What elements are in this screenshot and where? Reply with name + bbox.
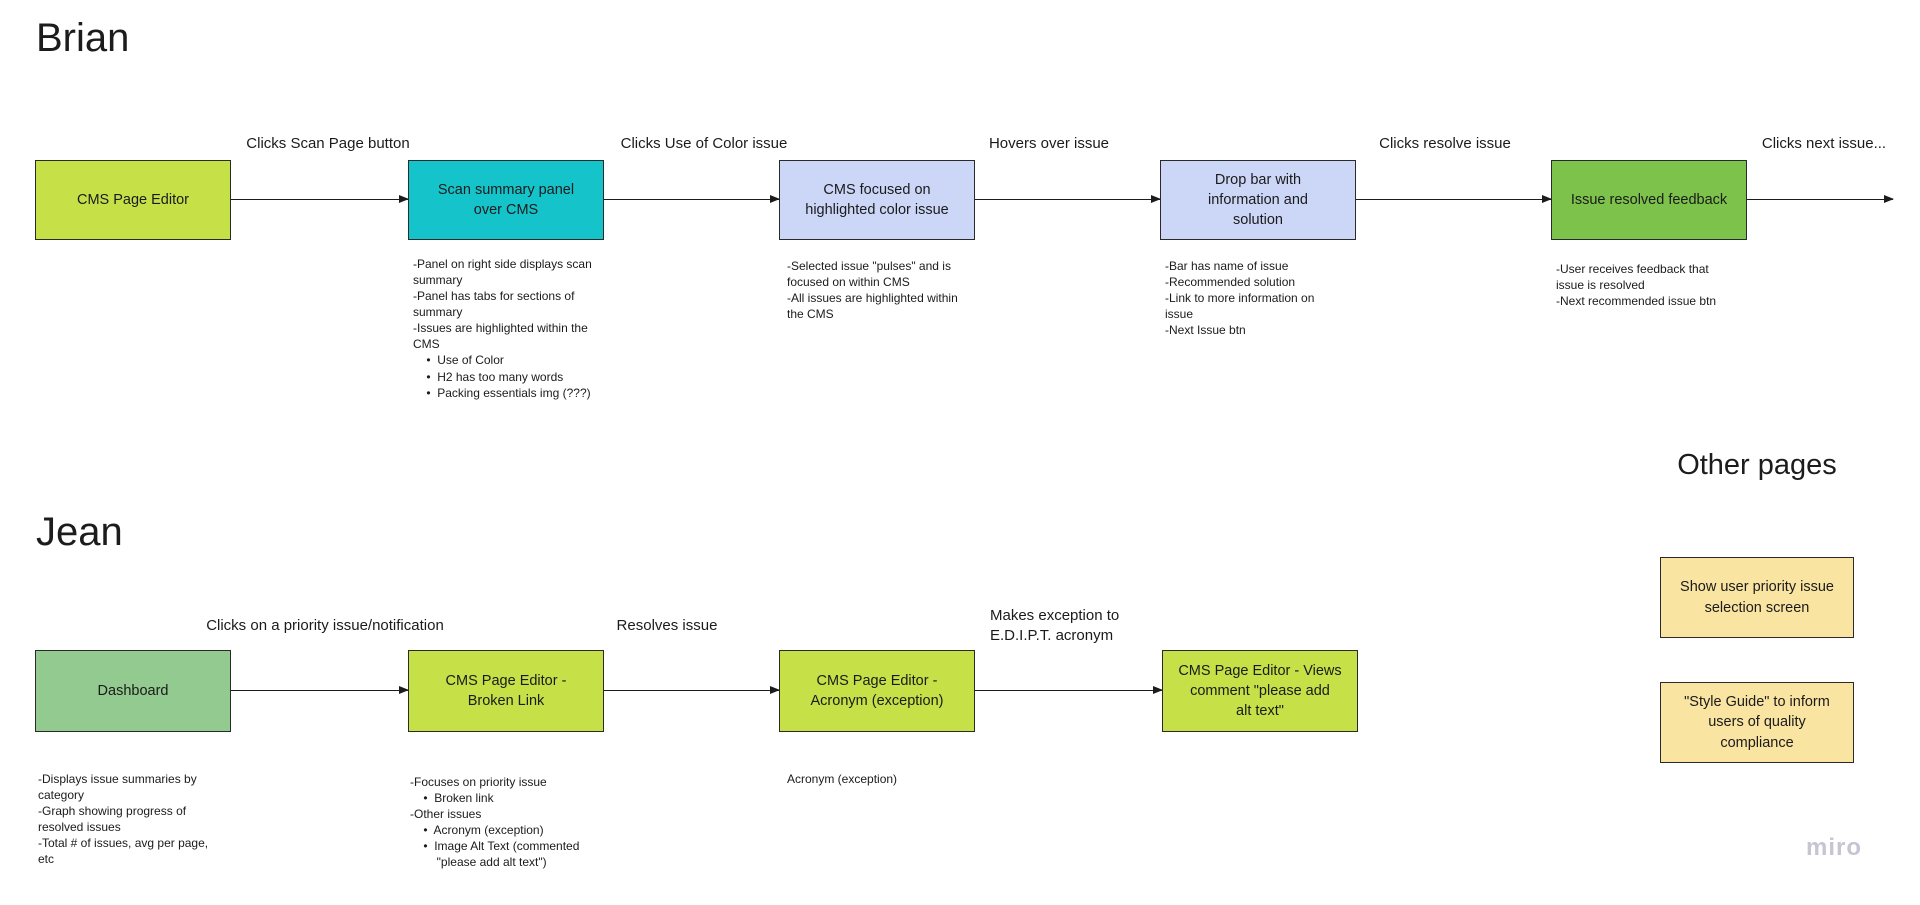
flow-arrow-brian-1[interactable] — [231, 194, 409, 203]
node-cms-page-editor[interactable]: CMS Page Editor — [35, 160, 231, 240]
node-cms-focused-color-issue[interactable]: CMS focused on highlighted color issue — [779, 160, 975, 240]
flow-label-clicks-scan-page[interactable]: Clicks Scan Page button — [246, 135, 410, 152]
node-scan-summary-panel[interactable]: Scan summary panel over CMS — [408, 160, 604, 240]
note-scan-summary-panel[interactable]: -Panel on right side displays scan summa… — [413, 257, 592, 400]
flow-arrow-jean-2[interactable] — [604, 685, 780, 694]
flow-label-clicks-next-issue[interactable]: Clicks next issue... — [1761, 135, 1887, 152]
note-drop-bar-info-solution[interactable]: -Bar has name of issue -Recommended solu… — [1165, 259, 1315, 338]
flow-arrow-brian-3[interactable] — [975, 194, 1161, 203]
node-drop-bar-info-solution[interactable]: Drop bar with information and solution — [1160, 160, 1356, 240]
flow-label-clicks-priority-issue[interactable]: Clicks on a priority issue/notification — [206, 617, 444, 634]
flow-arrow-brian-4[interactable] — [1356, 194, 1552, 203]
flow-label-clicks-use-of-color[interactable]: Clicks Use of Color issue — [620, 135, 788, 152]
note-dashboard[interactable]: -Displays issue summaries by category -G… — [38, 772, 209, 867]
node-cms-views-comment[interactable]: CMS Page Editor - Views comment "please … — [1162, 650, 1358, 732]
flow-arrow-jean-1[interactable] — [231, 685, 409, 694]
note-issue-resolved-feedback[interactable]: -User receives feedback that issue is re… — [1556, 262, 1717, 309]
node-cms-broken-link[interactable]: CMS Page Editor - Broken Link — [408, 650, 604, 732]
note-cms-broken-link[interactable]: -Focuses on priority issue • Broken link… — [410, 775, 580, 870]
node-dashboard[interactable]: Dashboard — [35, 650, 231, 732]
lane-title-brian[interactable]: Brian — [36, 16, 130, 60]
flow-label-resolves-issue[interactable]: Resolves issue — [616, 617, 718, 634]
flow-arrow-brian-5[interactable] — [1747, 194, 1894, 203]
lane-title-jean[interactable]: Jean — [36, 510, 123, 554]
flow-arrow-brian-2[interactable] — [604, 194, 780, 203]
note-cms-focused-color-issue[interactable]: -Selected issue "pulses" and is focused … — [787, 259, 958, 322]
node-issue-resolved-feedback[interactable]: Issue resolved feedback — [1551, 160, 1747, 240]
flow-label-hovers-over-issue[interactable]: Hovers over issue — [988, 135, 1110, 152]
node-cms-acronym-exception[interactable]: CMS Page Editor - Acronym (exception) — [779, 650, 975, 732]
other-pages-title[interactable]: Other pages — [1677, 449, 1837, 481]
note-cms-acronym-exception[interactable]: Acronym (exception) — [787, 772, 898, 786]
node-style-guide[interactable]: "Style Guide" to inform users of quality… — [1660, 682, 1854, 763]
miro-logo: miro — [1806, 834, 1863, 861]
flow-label-clicks-resolve-issue[interactable]: Clicks resolve issue — [1379, 135, 1511, 152]
node-show-user-priority-screen[interactable]: Show user priority issue selection scree… — [1660, 557, 1854, 638]
flow-arrow-jean-3[interactable] — [975, 685, 1163, 694]
flow-label-makes-exception[interactable]: Makes exception to E.D.I.P.T. acronym — [990, 607, 1120, 645]
